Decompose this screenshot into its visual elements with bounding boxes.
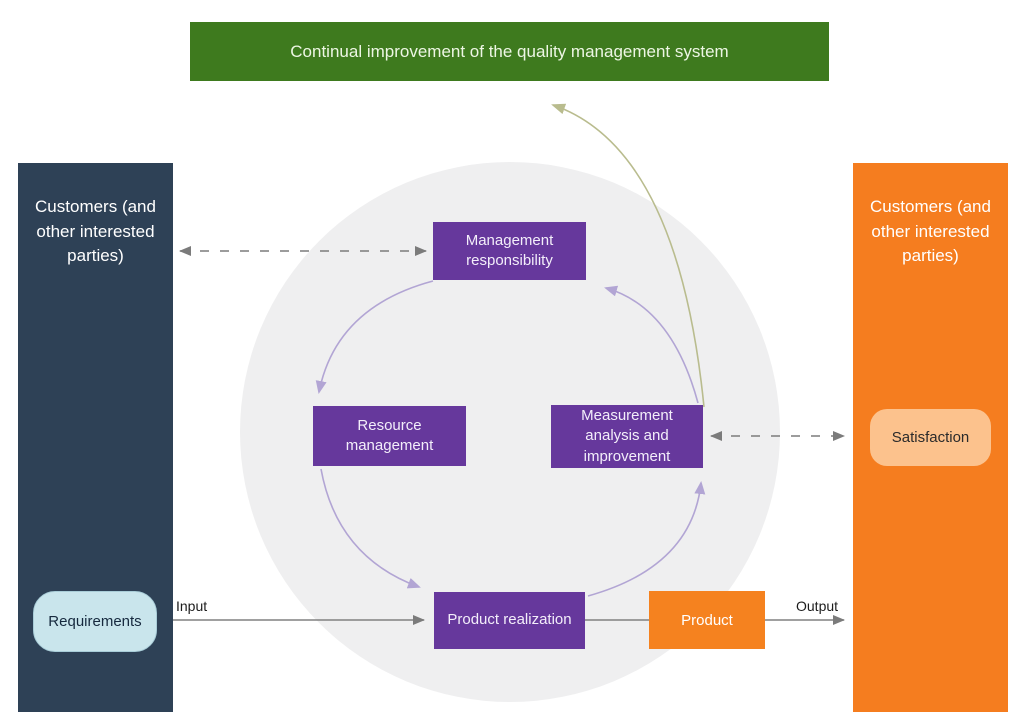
arrow-management-to-resource xyxy=(315,280,434,394)
output-label: Output xyxy=(796,598,839,614)
node-product: Product xyxy=(649,591,765,649)
input-label: Input xyxy=(176,598,208,614)
node-product-realization: Product realization xyxy=(434,592,585,649)
continual-improvement-banner: Continual improvement of the quality man… xyxy=(190,22,829,81)
node-management-responsibility: Management responsibility xyxy=(433,222,586,280)
node-requirements: Requirements xyxy=(33,591,157,652)
banner-label: Continual improvement of the quality man… xyxy=(290,41,729,61)
arrow-measurement-to-management xyxy=(604,285,699,404)
arrow-improvement-to-banner xyxy=(551,103,705,408)
customers-right-label: Customers (and other interested parties) xyxy=(870,197,991,266)
node-management-label: Management responsibility xyxy=(465,231,554,269)
arrow-product-realization-to-measurement xyxy=(587,481,706,597)
node-resource-management: Resource management xyxy=(313,406,466,466)
arrow-resource-to-product-realization xyxy=(320,468,421,589)
node-resource-label: Resource management xyxy=(345,416,434,454)
customers-left-label: Customers (and other interested parties) xyxy=(35,197,156,266)
node-product-realization-label: Product realization xyxy=(447,611,572,629)
node-measurement-analysis-improvement: Measurement analysis and improvement xyxy=(551,405,703,468)
node-satisfaction: Satisfaction xyxy=(870,409,991,466)
node-requirements-label: Requirements xyxy=(48,613,142,630)
node-product-label: Product xyxy=(681,611,733,629)
node-measurement-label: Measurement analysis and improvement xyxy=(581,407,673,465)
node-satisfaction-label: Satisfaction xyxy=(891,429,970,446)
